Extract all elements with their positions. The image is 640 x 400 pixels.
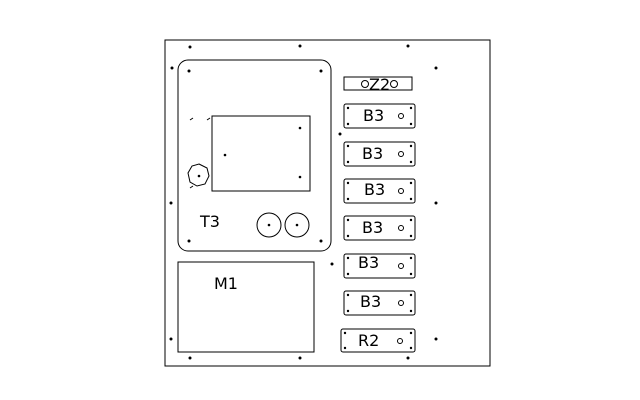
z2-component: Z2 <box>343 75 413 94</box>
b3-label: B3 <box>358 253 379 272</box>
b3-component: B3 <box>343 178 416 204</box>
m1-label: M1 <box>214 274 238 293</box>
t3-knob <box>187 163 210 187</box>
b3-label: B3 <box>364 180 385 199</box>
r2-label: R2 <box>358 331 379 350</box>
b3-label: B3 <box>360 292 381 311</box>
b3-component: B3 <box>343 103 416 129</box>
m1-component: M1 <box>177 261 315 353</box>
b3-component: B3 <box>343 253 416 279</box>
b3-component: B3 <box>343 141 416 167</box>
t3-component: T3 <box>177 59 332 252</box>
b3-component: B3 <box>343 215 416 241</box>
t3-display-window <box>211 115 311 192</box>
b3-component: B3 <box>343 290 416 316</box>
b3-label: B3 <box>362 218 383 237</box>
panel-outline <box>164 39 491 367</box>
t3-connector-right <box>284 212 310 238</box>
r2-component: R2 <box>340 328 416 353</box>
panel-mounting-holes <box>169 44 438 360</box>
t3-connector-left <box>256 212 282 238</box>
z2-label: Z2 <box>369 75 390 94</box>
b3-label: B3 <box>363 106 384 125</box>
b3-label: B3 <box>362 144 383 163</box>
t3-label: T3 <box>199 212 220 231</box>
